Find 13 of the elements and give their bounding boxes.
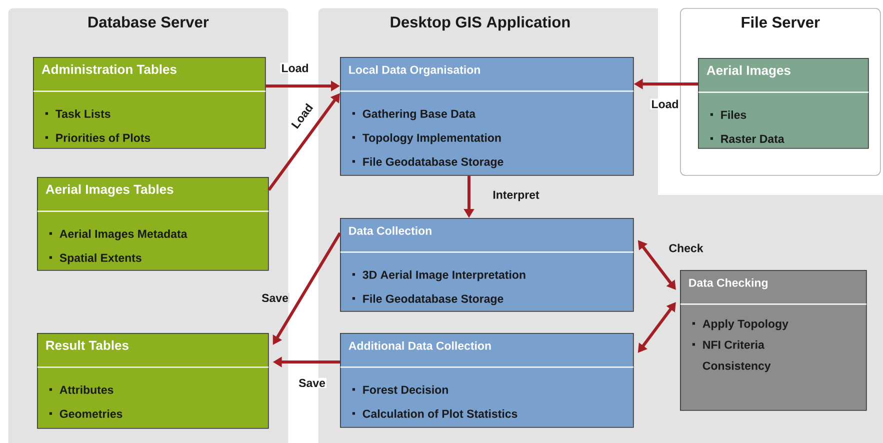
edge-label: Check [668,242,704,254]
table-box: Additional Data Collection Forest Decision Calculation of Plot Statistics [340,333,634,428]
edge-label: Save [298,378,326,388]
table-box: Local Data Organisation Gathering Base Data Topology Implementation File Geodatabase Storage [340,57,634,176]
table-box: Data Collection 3D Aerial Image Interpretation File Geodatabase Storage [340,218,634,312]
edge-label: Save [260,292,290,304]
edge-label: Interpret [492,190,540,202]
table-box: Data Checking Apply Topology NFI Criteria Consistency [680,270,867,411]
edge-label: Load [280,62,310,74]
table-box: Administration Tables Task Lists Priorities of Plots [33,57,266,149]
table-box: Result Tables Attributes Geometries [37,333,269,429]
table-box: Aerial Images Tables Aerial Images Metadata Spatial Extents [37,177,269,271]
table-box: Aerial Images Files Raster Data [698,58,869,149]
